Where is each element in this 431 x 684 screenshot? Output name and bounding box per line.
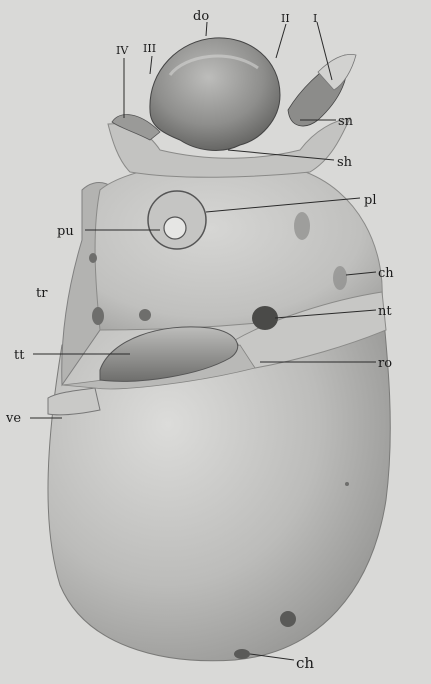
chromatophore [252,306,278,330]
label-arm-III: III [143,42,156,55]
label-do: do [193,9,209,24]
label-tt: tt [14,348,25,363]
chromatophore [89,253,97,263]
label-pu: pu [57,224,74,239]
chromatophore [280,611,296,627]
label-ro: ro [378,356,392,371]
eye-lens [164,217,186,239]
chromatophore [345,482,349,486]
label-tr: tr [36,286,48,301]
label-ch-upper: ch [378,266,394,281]
label-nt: nt [378,304,392,319]
label-sh: sh [337,155,353,170]
chromatophore [92,307,104,325]
chromatophore [333,266,347,290]
label-arm-II: II [281,12,290,25]
label-ch-lower: ch [296,654,314,672]
label-pl: pl [364,193,376,208]
chromatophore [294,212,310,240]
label-arm-I: I [313,12,317,25]
chromatophore [139,309,151,321]
label-sn: sn [338,114,354,129]
label-arm-IV: IV [116,44,129,57]
label-ve: ve [5,411,21,426]
chromatophore [234,649,250,659]
